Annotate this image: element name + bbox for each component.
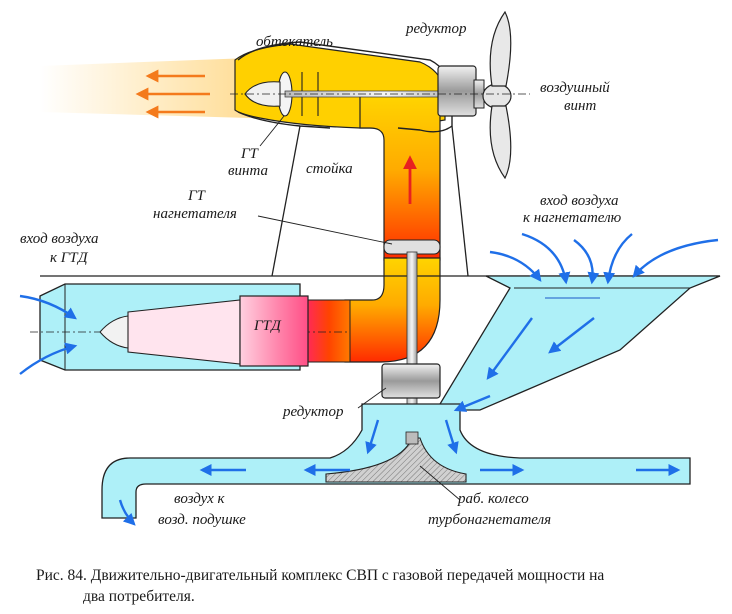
impeller-hub: [405, 431, 419, 445]
label-propeller-line1: воздушный: [540, 80, 610, 96]
label-fairing: обтекатель: [256, 34, 333, 50]
label-inlet-blower-line1: вход воздуха: [540, 193, 619, 209]
label-gt-blower-line1: ГТ: [187, 188, 207, 204]
caption-line-1: Рис. 84. Движительно-двигательный компле…: [36, 567, 605, 584]
label-impeller-line1: раб. колесо: [457, 491, 529, 507]
leader-gt-blower: [257, 215, 393, 245]
gearbox-top: [437, 65, 477, 117]
label-gt-prop-line2: винта: [228, 163, 268, 179]
diagram-canvas: обтекатель редуктор воздушный винт ГТ ви…: [19, 10, 721, 528]
label-propeller-line2: винт: [564, 98, 596, 114]
blower-inlet-duct: [439, 275, 721, 411]
leader-lines: [257, 115, 461, 501]
propeller-blade-bottom: [489, 105, 512, 180]
label-air-cushion-line1: воздух к: [174, 491, 226, 507]
label-gt-blower-line2: нагнетателя: [153, 206, 237, 222]
air-arrow-duct-2: [548, 317, 595, 354]
label-gearbox-top: редуктор: [405, 21, 467, 37]
air-arrow-blower-in-5: [489, 250, 542, 282]
label-gtd: ГТД: [253, 318, 282, 334]
air-arrow-blower-in-1: [521, 232, 571, 285]
gtd-exhaust-section: [307, 299, 351, 363]
caption-line-2: два потребителя.: [83, 588, 195, 605]
label-gt-prop-line1: ГТ: [240, 146, 260, 162]
pylon-right: [451, 125, 469, 277]
air-arrow-blower-in-3: [603, 233, 633, 285]
exhaust-arrows: [135, 69, 210, 119]
air-arrow-gtd-in-1: [19, 294, 77, 320]
air-arrow-duct-1: [486, 317, 533, 380]
air-arrow-blower-in-4: [632, 238, 719, 278]
label-inlet-blower-line2: к нагнетателю: [523, 210, 622, 226]
gas-bend-duct: [344, 257, 441, 363]
label-strut: стойка: [306, 161, 353, 177]
leader-impeller: [419, 465, 461, 501]
air-arrow-chamber-right: [444, 419, 459, 455]
leader-gearbox-bottom: [357, 387, 387, 409]
label-air-cushion-line2: возд. подушке: [158, 512, 246, 528]
propeller-blade-top: [489, 10, 512, 87]
label-inlet-gtd-line2: к ГТД: [50, 250, 89, 266]
gtd-core: [239, 295, 309, 367]
air-arrow-cushion-down: [118, 499, 136, 526]
gearbox-bottom: [381, 363, 441, 399]
air-arrow-gtd-in-2: [19, 342, 78, 375]
label-inlet-gtd-line1: вход воздуха: [20, 231, 99, 247]
air-arrow-blower-in-2: [573, 239, 600, 285]
air-arrow-chamber-left: [365, 419, 380, 455]
label-gearbox-bottom: редуктор: [282, 404, 344, 420]
propeller-hub: [482, 83, 512, 109]
exhaust-plume: [40, 58, 250, 118]
air-arrow-duct-3: [453, 394, 491, 412]
air-arrows: [19, 232, 719, 526]
impeller-wheel: [325, 437, 467, 483]
label-impeller-line2: турбонагнетателя: [428, 512, 551, 528]
leader-gt-prop: [259, 115, 285, 147]
gas-strut: [359, 95, 441, 261]
pylon-left: [271, 125, 301, 277]
figure-caption: Рис. 84. Движительно-двигательный компле…: [36, 565, 716, 607]
